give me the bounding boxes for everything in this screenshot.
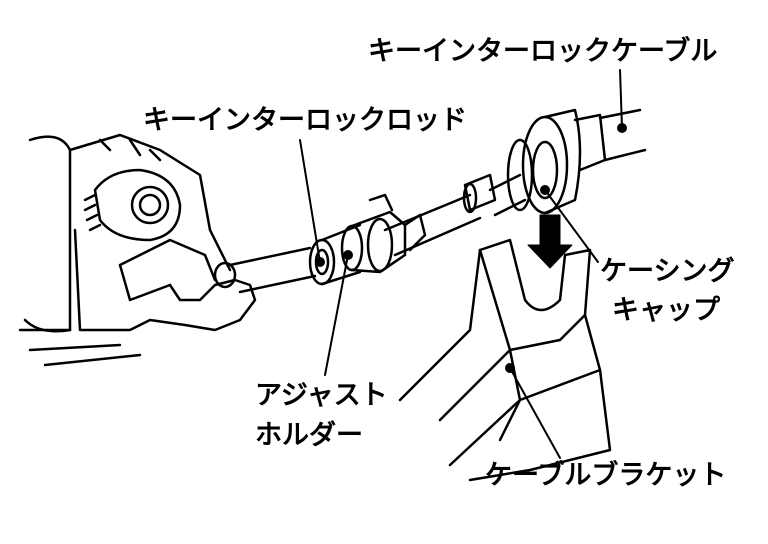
label-casing-cap-line2: キャップ <box>612 295 720 326</box>
label-adjust-holder-line1: アジャスト <box>255 380 388 411</box>
steering-lock-housing <box>18 133 257 367</box>
label-casing-cap-line1: ケーシング <box>600 256 735 287</box>
casing-cap <box>462 108 647 215</box>
label-adjust-holder-line2: ホルダー <box>255 420 363 451</box>
cable-bracket <box>398 238 612 482</box>
label-key-interlock-rod: キーインターロックロッド <box>143 105 467 136</box>
key-interlock-rod <box>228 173 527 294</box>
adjust-holder <box>308 193 427 286</box>
label-key-interlock-cable: キーインターロックケーブル <box>368 36 718 67</box>
label-cable-bracket: ケーブルブラケット <box>485 460 727 491</box>
down-arrow <box>527 214 573 269</box>
leader-lines <box>299 69 627 459</box>
